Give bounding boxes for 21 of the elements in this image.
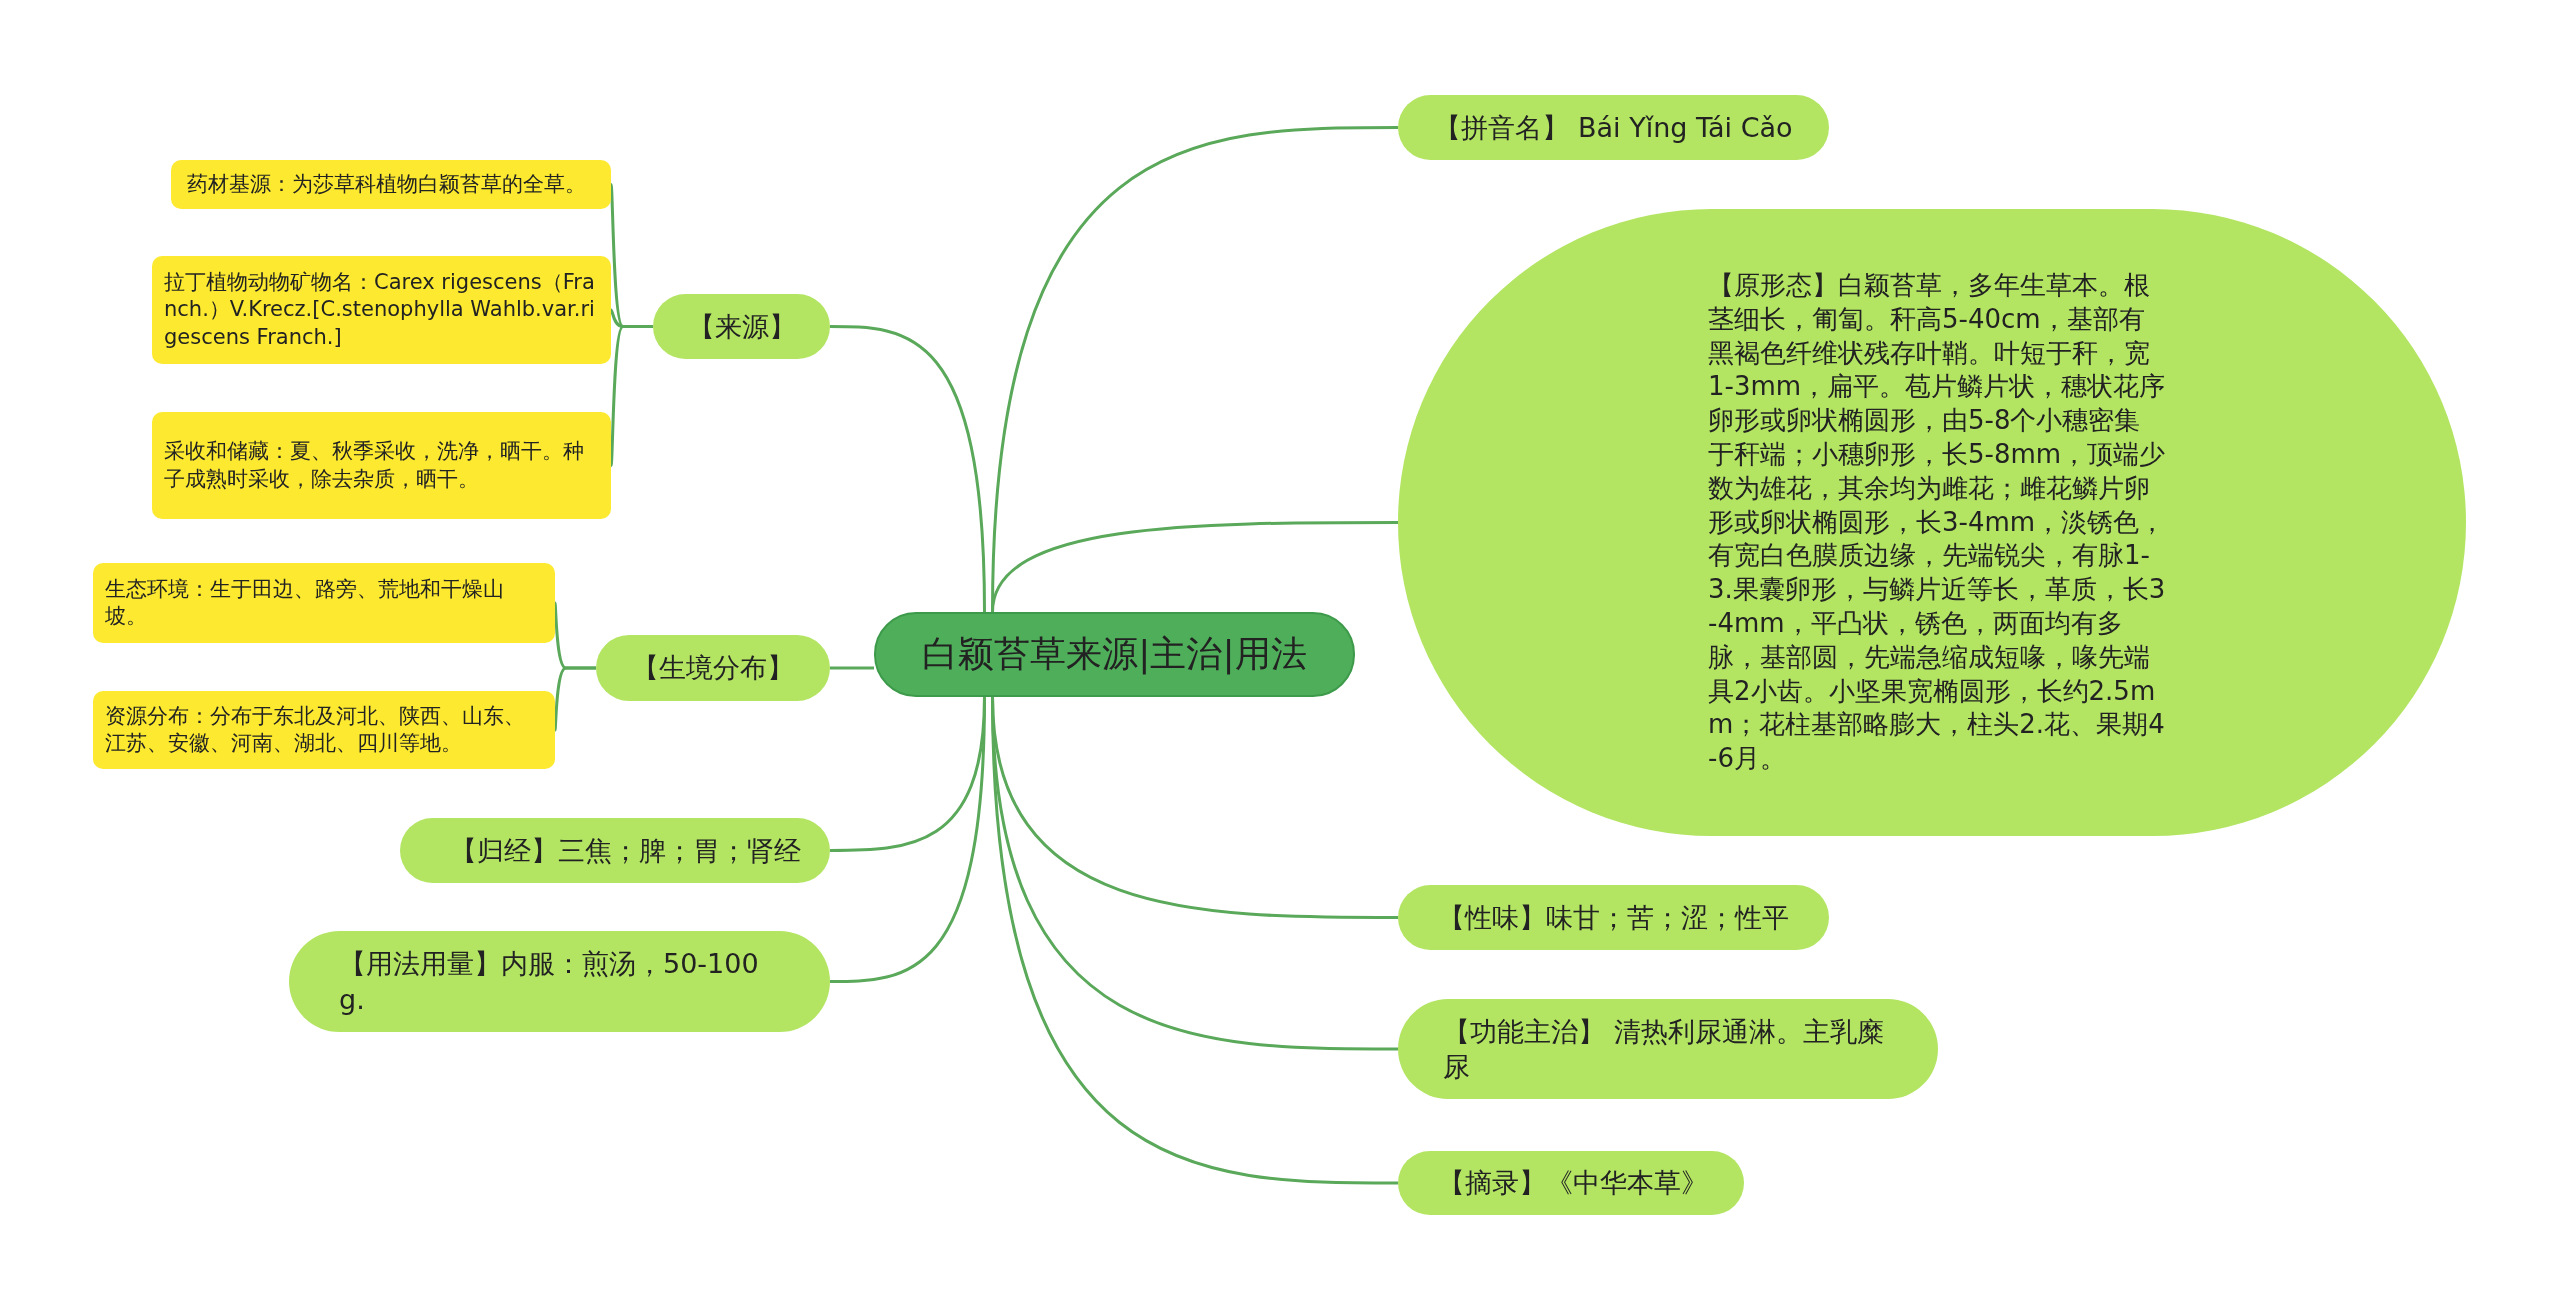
note-box: 资源分布：分布于东北及河北、陕西、山东、江苏、安徽、河南、湖北、四川等地。 xyxy=(93,691,555,769)
note-box: 药材基源：为莎草科植物白颖苔草的全草。 xyxy=(171,160,611,209)
connector-line xyxy=(830,325,986,613)
connector-line xyxy=(830,666,874,670)
topic-pill: 【摘录】《中华本草》 xyxy=(1398,1151,1744,1215)
topic-pill: 【生境分布】 xyxy=(596,635,830,701)
connector-line xyxy=(830,696,986,983)
note-box: 采收和储藏：夏、秋季采收，洗净，晒干。种子成熟时采收，除去杂质，晒干。 xyxy=(152,412,611,519)
description-bubble: 【原形态】白颖苔草，多年生草本。根茎细长，匍匐。秆高5-40cm，基部有黑褐色纤维状残存叶鞘。叶短于秆，宽1-3mm，扁平。苞片鳞片状，穗状花序卵形或卵状椭圆形，由5-8个小穗密集于秆端；小穗卵形，长5-8mm，顶端少数为雄花，其余均为雌花；雌花鳞片卵形或卵状椭圆形，长3-4mm，淡锈色，有宽白色膜质边缘，先端锐尖，有脉1-3.果囊卵形，与鳞片近等长，革质，长3-4mm，平凸状，锈色，两面均有多脉，基部圆，先端急缩成短喙，喙先端具2小齿。小坚果宽椭圆形，长约2.5mm；花柱基部略膨大，柱头2.花、果期4-6月。 xyxy=(1398,209,2466,836)
topic-pill: 【用法用量】内服：煎汤，50-100g. xyxy=(289,931,830,1032)
central-topic: 白颖苔草来源|主治|用法 xyxy=(874,612,1355,697)
topic-pill: 【拼音名】 Bái Yǐng Tái Cǎo xyxy=(1398,95,1829,160)
topic-pill: 【归经】三焦；脾；胃；肾经 xyxy=(400,818,830,883)
note-box: 拉丁植物动物矿物名：Carex rigescens（Franch.）V.Krecz.[C.stenophylla Wahlb.var.rigescens Franch.] xyxy=(152,256,611,364)
connector-line xyxy=(991,521,1398,613)
connector-line xyxy=(553,666,596,731)
topic-pill: 【来源】 xyxy=(653,294,830,359)
topic-pill: 【功能主治】 清热利尿通淋。主乳糜尿 xyxy=(1398,999,1938,1099)
topic-pill: 【性味】味甘；苦；涩；性平 xyxy=(1398,885,1829,950)
connector-line xyxy=(609,325,653,466)
note-box: 生态环境：生于田边、路旁、荒地和干燥山坡。 xyxy=(93,563,555,643)
